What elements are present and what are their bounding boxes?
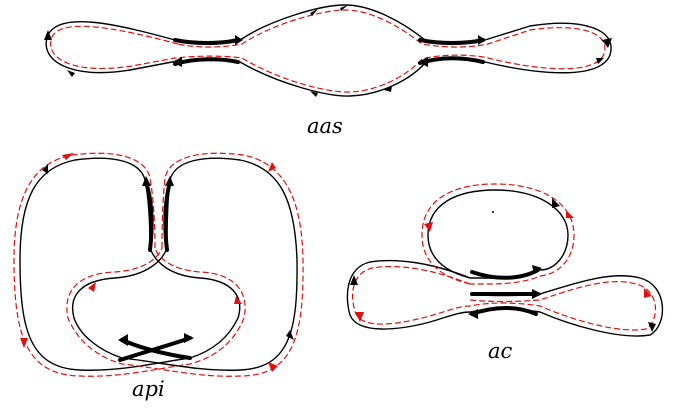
ac-arrow-5 (566, 210, 574, 218)
api-arrow-11 (42, 164, 48, 174)
api-arrow-6 (268, 162, 276, 172)
aas-arrow-8 (384, 86, 392, 92)
aas-solid-loop (45, 4, 612, 97)
ac-arrow-6 (644, 288, 652, 298)
api-arrow-10 (234, 296, 242, 304)
aas-arrow-6 (340, 5, 348, 11)
ac-thick-bottom (470, 306, 538, 316)
aas-arrow-2 (478, 35, 486, 45)
api-arrow-3 (118, 334, 128, 346)
aas-thick-top-right (418, 38, 485, 45)
api-thick-left (144, 180, 154, 252)
api-arrow-2 (165, 176, 174, 186)
ac-label: ac (488, 339, 513, 363)
ac-dashed-top-loop (421, 183, 575, 285)
api-thick-right (163, 180, 172, 252)
ac-arrow-3 (468, 309, 478, 319)
ac-arrow-4 (424, 222, 433, 232)
api-arrow-7 (20, 338, 28, 348)
ac-arrow-8 (350, 275, 358, 285)
api-solid-loop-2 (72, 157, 298, 371)
ac-arrow-10 (552, 198, 560, 208)
api-arrow-5 (62, 153, 74, 160)
aas-arrow-1 (235, 35, 243, 45)
aas-diagram: aas (44, 4, 612, 138)
ac-arrow-1 (532, 265, 542, 274)
api-arrow-8 (268, 362, 278, 372)
ac-solid-bottom-loop (346, 259, 664, 337)
api-arrow-12 (286, 330, 294, 340)
aas-thick-bottom-left (173, 57, 240, 66)
aas-dashed-loop (50, 9, 606, 93)
api-label: api (132, 377, 165, 401)
api-arrow-9 (88, 282, 96, 292)
api-dashed-loop (13, 152, 246, 377)
ac-dashed-bottom-loop (352, 265, 657, 331)
api-thick-cross-1 (120, 338, 192, 360)
aas-thick-bottom-right (418, 56, 485, 65)
ac-arrow-7 (355, 312, 364, 322)
api-arrow-1 (142, 176, 151, 186)
ac-arrow-9 (648, 322, 656, 332)
api-arrow-4 (184, 333, 194, 343)
aas-arrow-11 (67, 70, 75, 77)
aas-arrow-3 (172, 57, 182, 67)
aas-thick-top-left (173, 38, 240, 45)
ac-thick-top (470, 268, 540, 280)
ac-diagram: ac (346, 183, 664, 363)
api-dashed-loop-2 (66, 152, 304, 377)
aas-arrow-10 (602, 38, 612, 48)
aas-label: aas (307, 114, 343, 138)
ac-solid-top-loop (427, 189, 569, 279)
aas-arrow-7 (310, 91, 318, 97)
aas-arrow-9 (44, 30, 52, 40)
api-diagram: api (13, 152, 304, 401)
aas-arrow-5 (310, 9, 318, 16)
aas-arrow-12 (596, 58, 604, 64)
ac-arrow-2 (532, 289, 542, 299)
ac-dot (492, 211, 494, 213)
api-solid-loop (19, 157, 241, 371)
aas-arrow-4 (418, 57, 428, 67)
